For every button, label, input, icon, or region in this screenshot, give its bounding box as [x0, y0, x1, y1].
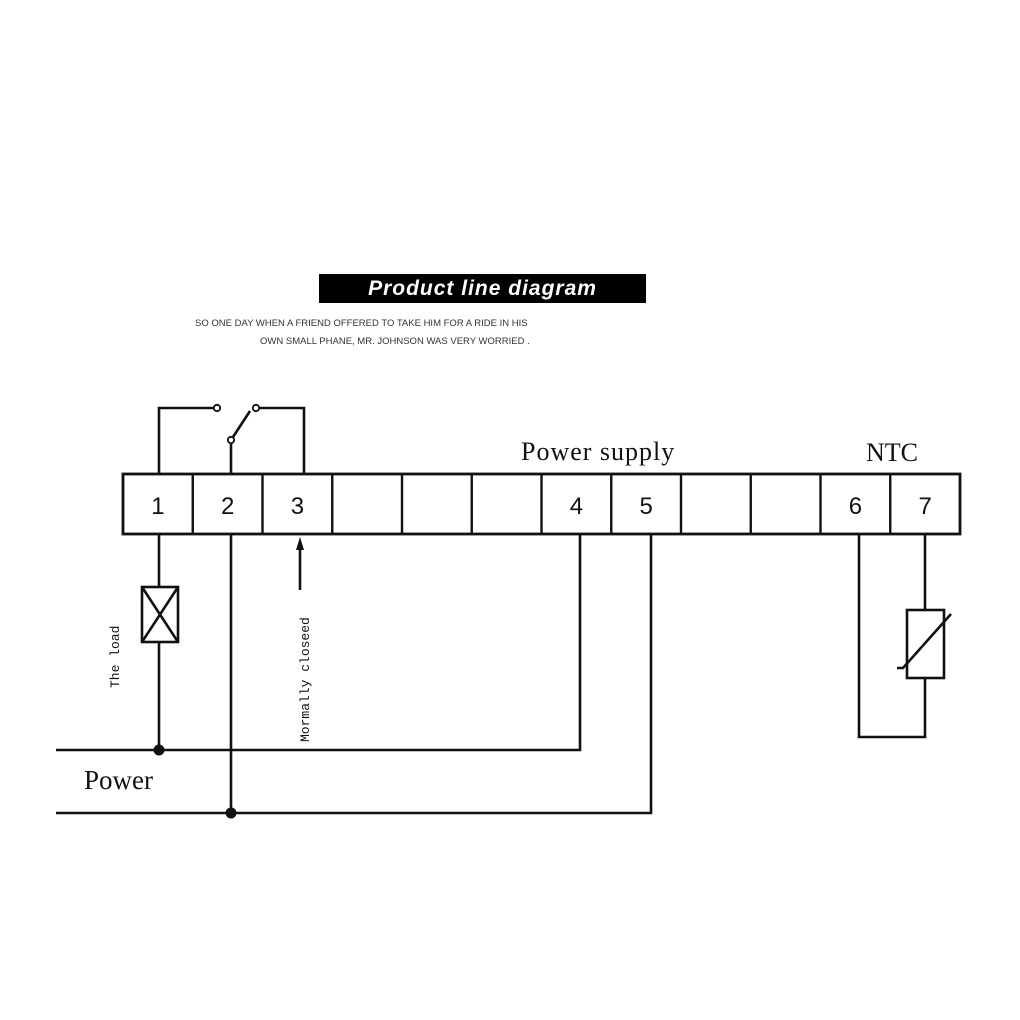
terminal-label: 7 [918, 493, 931, 520]
terminal-label: 5 [639, 493, 652, 520]
power-label: Power [84, 765, 153, 795]
normally-closed-arrow [296, 537, 304, 590]
load-label: The load [108, 625, 123, 688]
caption-line-2: OWN SMALL PHANE, MR. JOHNSON WAS VERY WO… [260, 336, 530, 347]
terminal-cells: 1 2 3 4 5 6 7 [151, 474, 932, 534]
normally-closed-label: Mormally closeed [298, 617, 313, 742]
terminal-label: 3 [291, 493, 304, 520]
diagram-title: Product line diagram [319, 274, 646, 303]
ntc-label: NTC [866, 438, 918, 467]
load-symbol [140, 534, 180, 750]
power-supply-label: Power supply [521, 437, 676, 466]
power-lines [56, 534, 653, 819]
caption-line-1: SO ONE DAY WHEN A FRIEND OFFERED TO TAKE… [195, 318, 528, 329]
relay-switch [157, 403, 306, 474]
terminal-label: 4 [570, 493, 583, 520]
terminal-label: 2 [221, 493, 234, 520]
terminal-label: 6 [849, 493, 862, 520]
ntc-thermistor [857, 534, 952, 739]
terminal-label: 1 [151, 493, 164, 520]
